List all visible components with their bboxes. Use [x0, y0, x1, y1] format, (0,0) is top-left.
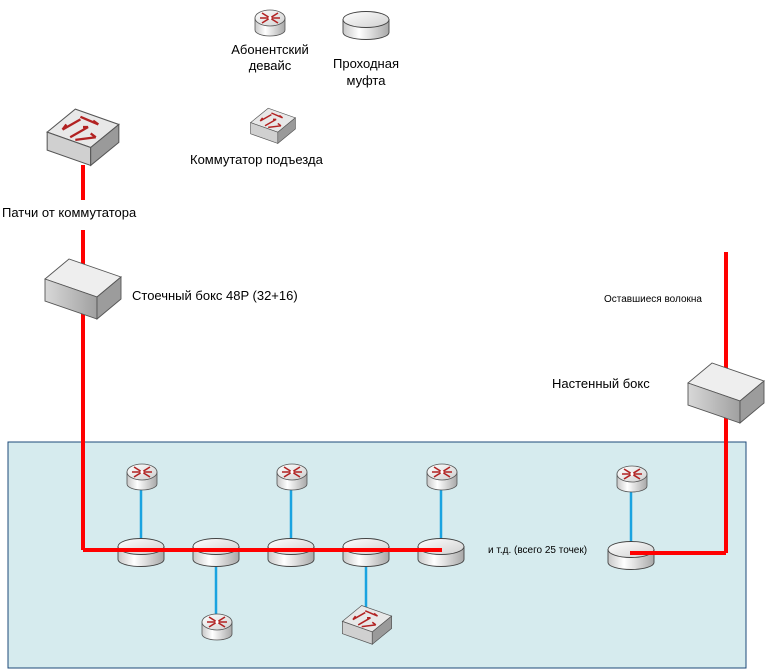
- legend-subscriber-device-label: Абонентский девайс: [231, 42, 309, 73]
- rack-box-icon: [44, 258, 122, 320]
- remaining-fibers-label: Оставшиеся волокна: [604, 294, 702, 305]
- etc-label: и т.д. (всего 25 точек): [488, 545, 588, 556]
- coupling-icon: [417, 537, 465, 568]
- coupling-icon: [192, 537, 240, 568]
- router-icon: [426, 463, 458, 491]
- legend-switch-label: Коммутатор подъезда: [190, 152, 323, 167]
- coupling-icon: [117, 537, 165, 568]
- wall-box-icon: [687, 362, 765, 424]
- wall-box-label: Настенный бокс: [552, 376, 650, 391]
- coupling-icon: [342, 537, 390, 568]
- rack-box-label: Стоечный бокс 48P (32+16): [132, 288, 298, 303]
- coupling-icon: [267, 537, 315, 568]
- router-icon: [201, 613, 233, 641]
- legend-router-icon: [254, 9, 286, 37]
- core-switch-icon: [45, 107, 121, 167]
- router-icon: [126, 463, 158, 491]
- patches-label: Патчи от коммутатора: [2, 205, 137, 220]
- router-icon: [276, 463, 308, 491]
- legend-coupling-label: Проходная муфта: [333, 56, 399, 88]
- legend-coupling-icon: [342, 10, 390, 41]
- router-icon: [616, 465, 648, 493]
- legend-switch-icon: [249, 107, 297, 145]
- coupling-icon: [607, 540, 655, 571]
- fiber-trunk-overlay: [83, 548, 726, 555]
